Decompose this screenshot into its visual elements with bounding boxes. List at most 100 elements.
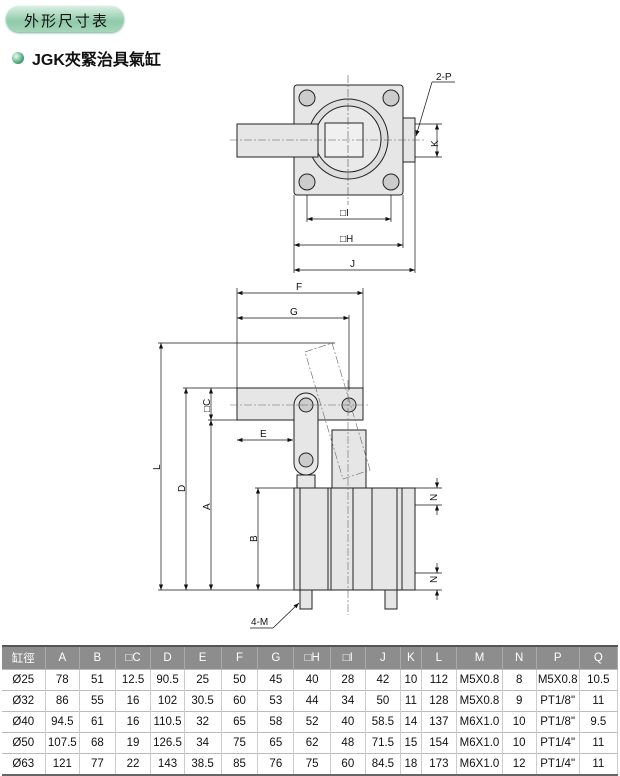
- column-header: J: [365, 646, 402, 670]
- dim-h-label: □H: [340, 234, 353, 245]
- technical-drawing: □I □H J 2-P K F G E L D A: [152, 72, 455, 629]
- table-cell: Ø25: [2, 669, 46, 691]
- dim-d-label: D: [177, 485, 188, 492]
- table-cell: 42: [365, 669, 402, 691]
- table-cell: 11: [579, 753, 619, 776]
- table-cell: 10: [400, 669, 422, 691]
- table-cell: 34: [330, 690, 366, 712]
- table-cell: M5X0.8: [456, 669, 503, 691]
- dim-j-label: J: [350, 259, 355, 270]
- dim-g-label: G: [290, 307, 298, 318]
- table-cell: M6X1.0: [456, 753, 503, 776]
- column-header: F: [221, 646, 259, 670]
- table-cell: 53: [257, 690, 295, 712]
- table-cell: 30.5: [184, 690, 222, 712]
- table-cell: 9.5: [579, 711, 619, 733]
- table-cell: 10: [502, 732, 537, 754]
- table-cell: Ø40: [2, 711, 46, 733]
- dim-e-label: E: [260, 429, 267, 440]
- table-cell: 16: [115, 690, 152, 712]
- column-header: D: [150, 646, 185, 670]
- table-cell: 143: [150, 753, 185, 776]
- table-cell: 90.5: [150, 669, 185, 691]
- table-cell: 102: [150, 690, 185, 712]
- column-header: P: [536, 646, 580, 670]
- table-cell: 154: [421, 732, 458, 754]
- table-cell: M5X0.8: [536, 669, 580, 691]
- table-cell: 94.5: [45, 711, 81, 733]
- column-header: M: [456, 646, 503, 670]
- product-heading: JGK夾緊治具氣缸: [12, 46, 161, 70]
- table-cell: 32: [184, 711, 222, 733]
- column-header: K: [400, 646, 422, 670]
- table-cell: 44: [293, 690, 332, 712]
- table-cell: 11: [579, 732, 619, 754]
- table-cell: 11: [579, 690, 619, 712]
- table-cell: 15: [400, 732, 422, 754]
- table-cell: 128: [421, 690, 458, 712]
- table-cell: 75: [221, 732, 259, 754]
- table-cell: 9: [502, 690, 537, 712]
- table-cell: 38.5: [184, 753, 222, 776]
- column-header: □I: [330, 646, 366, 670]
- table-cell: 16: [115, 711, 152, 733]
- dim-m-label: 4-M: [251, 617, 268, 628]
- dim-f-label: F: [296, 282, 302, 293]
- column-header: 缸徑: [2, 646, 46, 670]
- table-cell: 60: [221, 690, 259, 712]
- dim-i-label: □I: [340, 208, 349, 219]
- table-cell: 28: [330, 669, 366, 691]
- column-header: E: [184, 646, 222, 670]
- column-header: N: [502, 646, 537, 670]
- column-header: G: [257, 646, 295, 670]
- table-cell: Ø50: [2, 732, 46, 754]
- table-cell: 61: [79, 711, 116, 733]
- table-cell: 75: [293, 753, 332, 776]
- table-cell: 14: [400, 711, 422, 733]
- table-cell: 58.5: [365, 711, 402, 733]
- table-cell: 12.5: [115, 669, 152, 691]
- table-cell: 40: [293, 669, 332, 691]
- table-cell: 126.5: [150, 732, 185, 754]
- column-header: □C: [115, 646, 152, 670]
- dim-l-label: L: [152, 464, 163, 470]
- table-cell: 48: [330, 732, 366, 754]
- table-cell: 10.5: [579, 669, 619, 691]
- column-header: □H: [293, 646, 332, 670]
- table-cell: 8: [502, 669, 537, 691]
- bullet-icon: [12, 52, 24, 64]
- section-title: 外形尺寸表: [24, 13, 110, 30]
- table-cell: 11: [400, 690, 422, 712]
- table-cell: 62: [293, 732, 332, 754]
- table-cell: 76: [257, 753, 295, 776]
- table-cell: 86: [45, 690, 81, 712]
- dim-port-label: 2-P: [436, 72, 452, 83]
- table-cell: 65: [221, 711, 259, 733]
- table-cell: 50: [221, 669, 259, 691]
- table-cell: 51: [79, 669, 116, 691]
- table-cell: 10: [502, 711, 537, 733]
- table-cell: 50: [365, 690, 402, 712]
- table-cell: 173: [421, 753, 458, 776]
- table-cell: 22: [115, 753, 152, 776]
- table-cell: 112: [421, 669, 458, 691]
- column-header: B: [79, 646, 116, 670]
- table-cell: 85: [221, 753, 259, 776]
- table-cell: PT1/4": [536, 732, 580, 754]
- table-cell: PT1/8": [536, 711, 580, 733]
- table-cell: 45: [257, 669, 295, 691]
- column-header: A: [45, 646, 81, 670]
- table-cell: PT1/8": [536, 690, 580, 712]
- dim-a-label: A: [202, 503, 213, 510]
- table-cell: Ø63: [2, 753, 46, 776]
- table-cell: 107.5: [45, 732, 81, 754]
- table-cell: 55: [79, 690, 116, 712]
- table-cell: Ø32: [2, 690, 46, 712]
- table-cell: 71.5: [365, 732, 402, 754]
